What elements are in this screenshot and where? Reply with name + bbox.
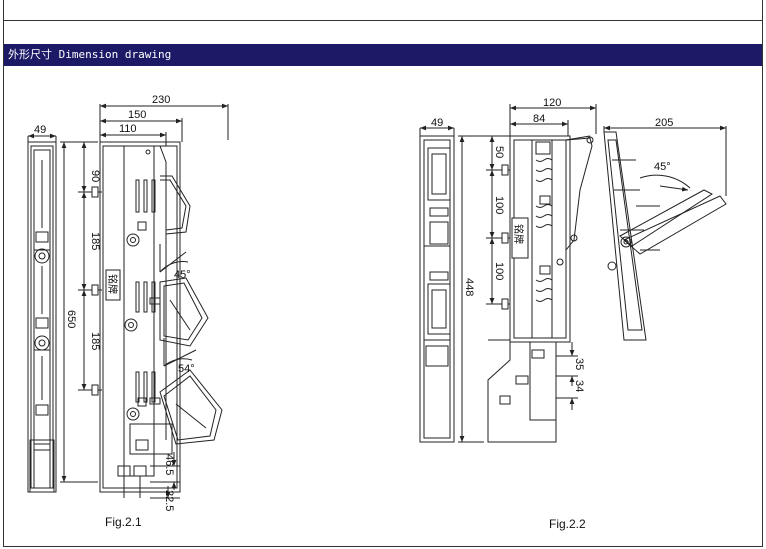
fig2-dim-100-lower: 100 [493,262,505,280]
fig1-dim-185-upper: 185 [89,232,101,250]
fig2-side-view [419,135,455,443]
page-frame: 外形尺寸 Dimension drawing [3,0,763,547]
fig1-handles [149,175,223,445]
fig2-dim-84: 84 [533,113,545,125]
fig2-dim-35: 35 [573,358,585,370]
fig1-dim-185-lower: 185 [89,332,101,350]
fig2-dim-50: 50 [493,146,505,158]
fig2-main-body [487,135,594,443]
fig2-dim-448: 448 [463,278,475,296]
fig1-nameplate-label: 铭牌 [106,274,119,294]
fig1-dim-110: 110 [119,123,137,135]
fig1-dim-90: 90 [89,170,101,182]
fig2-dim-100-upper: 100 [493,196,505,214]
fig1-dim-230: 230 [152,94,170,106]
fig2-nameplate-label: 铭牌 [512,224,525,244]
figure-2-1 [27,103,229,499]
fig1-dim-46-5: 46.5 [163,454,175,475]
fig2-caption: Fig.2.2 [549,517,586,531]
top-strip [4,0,762,21]
fig1-dim-49: 49 [34,124,46,136]
section-header: 外形尺寸 Dimension drawing [4,44,762,66]
fig1-dim-22-5: 22.5 [163,490,175,511]
fig1-main-body [99,141,181,498]
fig2-dim-120: 120 [543,97,561,109]
fig1-dim-650: 650 [65,310,77,328]
fig1-angle-54: 54° [178,363,195,375]
fig2-dim-49: 49 [431,117,443,129]
fig2-open-view [603,131,727,341]
fig1-side-view [27,141,57,493]
fig1-dim-150: 150 [128,109,146,121]
fig2-dim-205: 205 [655,117,673,129]
fig1-caption: Fig.2.1 [105,515,142,529]
fig2-dim-34: 34 [573,380,585,392]
fig2-angle-45: 45° [654,161,671,173]
fig1-angle-45: 45° [174,269,191,281]
figure-2-2 [419,104,727,443]
